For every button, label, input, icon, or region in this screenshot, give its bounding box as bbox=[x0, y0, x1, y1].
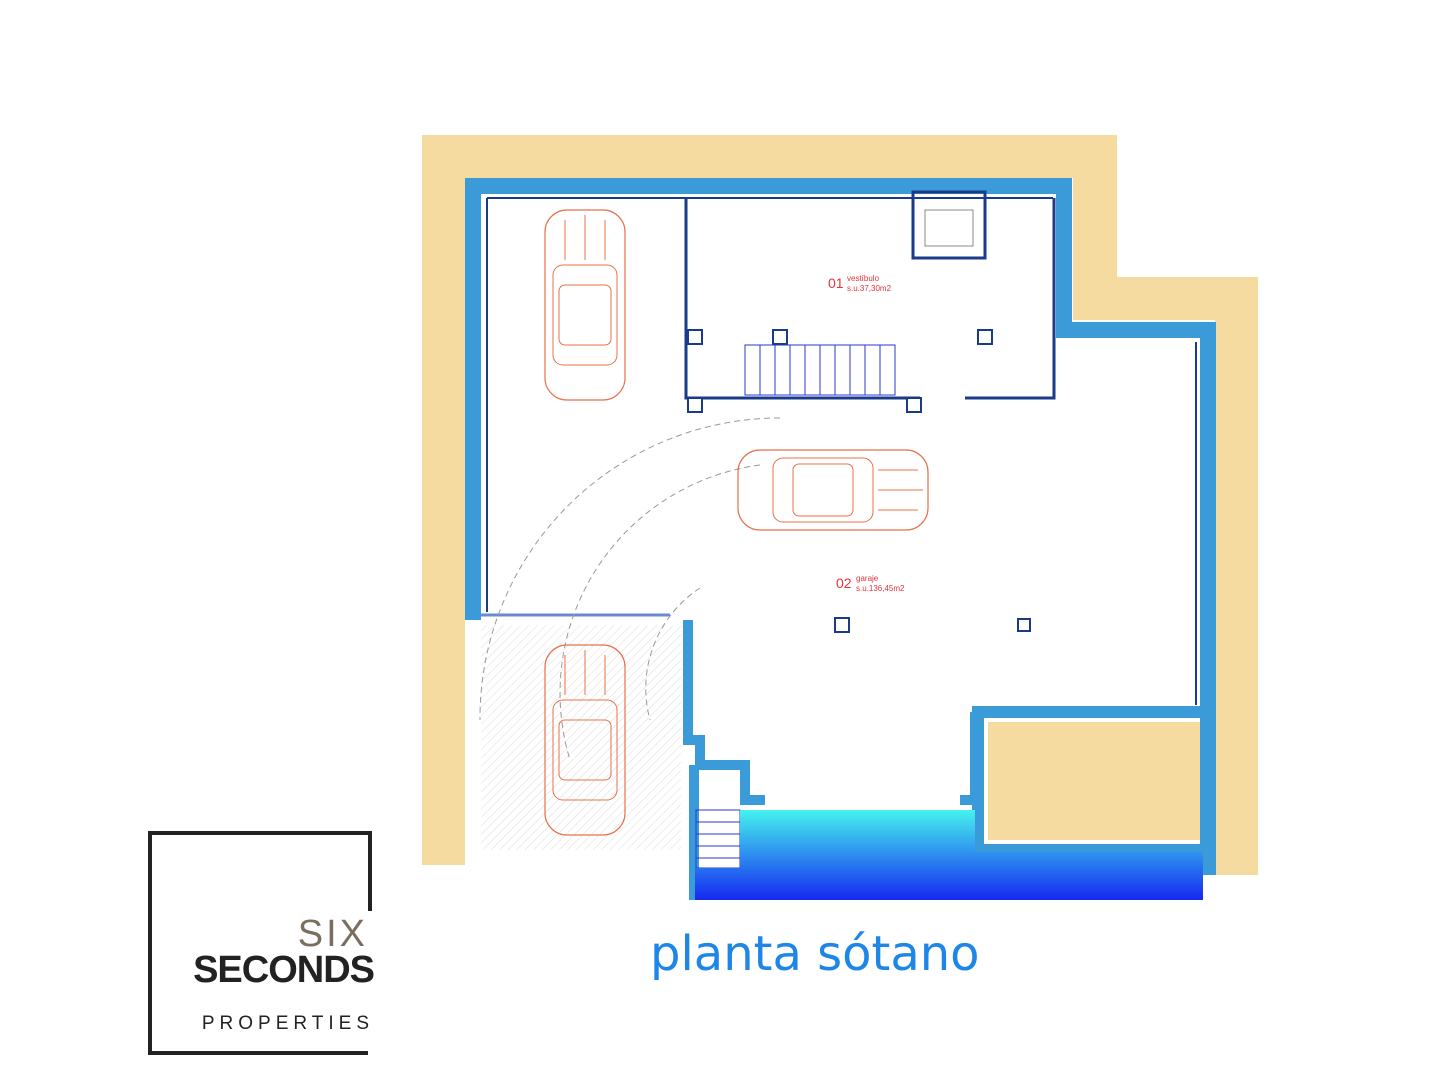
plan-title: planta sótano bbox=[650, 926, 980, 982]
logo-six: SIX bbox=[297, 913, 368, 955]
car-2 bbox=[737, 449, 929, 531]
svg-text:vestíbulo: vestíbulo bbox=[847, 274, 880, 283]
stairs bbox=[695, 344, 896, 869]
room-label-vestibulo: 01 vestíbulo s.u.37,30m2 bbox=[828, 274, 892, 293]
walls bbox=[465, 178, 1216, 900]
pool bbox=[695, 810, 1203, 900]
svg-text:s.u.136,45m2: s.u.136,45m2 bbox=[856, 584, 905, 593]
car-1 bbox=[544, 209, 626, 401]
elevator bbox=[924, 209, 974, 247]
room-label-garaje: 02 garaje s.u.136,45m2 bbox=[836, 574, 905, 593]
logo-seconds: SECONDS bbox=[193, 949, 375, 991]
parking-bay bbox=[481, 625, 681, 850]
svg-text:garaje: garaje bbox=[856, 574, 879, 583]
logo: SIX SECONDS PROPERTIES bbox=[148, 831, 375, 1055]
logo-properties: PROPERTIES bbox=[201, 1013, 374, 1034]
planter bbox=[988, 722, 1202, 840]
svg-text:02: 02 bbox=[836, 575, 852, 591]
svg-text:s.u.37,30m2: s.u.37,30m2 bbox=[847, 284, 892, 293]
svg-text:01: 01 bbox=[828, 275, 844, 291]
columns bbox=[687, 329, 1031, 633]
